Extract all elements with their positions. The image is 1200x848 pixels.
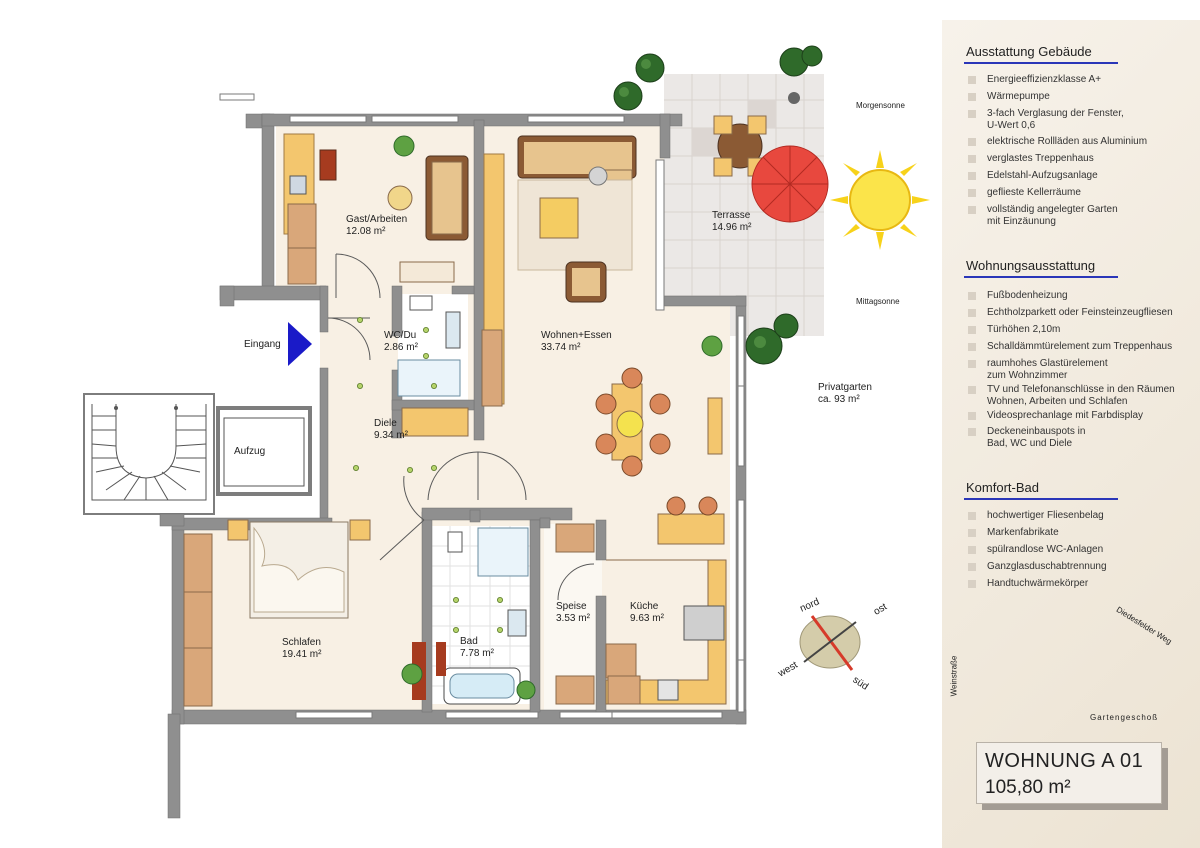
feature-item: spülrandlose WC-Anlagen [968, 544, 1193, 556]
furniture-wohnen [481, 135, 723, 477]
feature-item: Fußbodenheizung [968, 290, 1193, 302]
sun-icon [830, 150, 930, 250]
feature-item: Ganzglasduschabtrennung [968, 561, 1193, 573]
entrance-arrow-icon [288, 322, 312, 366]
furniture-bad [397, 295, 529, 705]
section-rule [964, 276, 1118, 278]
furniture-kueche [555, 496, 727, 705]
info-panel: Ausstattung Gebäude Energieeffizienzklas… [942, 20, 1200, 848]
feature-item: geflieste Kellerräume [968, 187, 1193, 199]
feature-item: Handtuchwärmekörper [968, 578, 1193, 590]
elevator-shaft [216, 406, 312, 496]
feature-item: Energieeffizienzklasse A+ [968, 74, 1193, 86]
section-title-bath: Komfort-Bad [966, 480, 1039, 495]
windows [219, 93, 745, 719]
apartment-box: WOHNUNG A 01 105,80 m² [976, 742, 1162, 804]
trees [393, 45, 823, 700]
entrance-label: Eingang [244, 339, 281, 350]
siteplan-floor-label: Gartengeschoß [1090, 713, 1159, 722]
floor-plan-drawing [83, 45, 930, 819]
elevator-label: Aufzug [234, 446, 266, 457]
section-title-apartment: Wohnungsausstattung [966, 258, 1096, 273]
apartment-name: WOHNUNG A 01 [985, 750, 1144, 772]
doors [327, 253, 595, 601]
feature-item: Echtholzparkett oder Feinsteinzeugfliese… [968, 307, 1193, 319]
feature-item: Markenfabrikate [968, 527, 1193, 539]
midday-sun-label: Mittagsonne [856, 297, 900, 306]
section-title-building: Ausstattung Gebäude [966, 44, 1092, 59]
feature-item: Wärmepumpe [968, 91, 1193, 103]
feature-item: Schalldämmtürelement zum Treppenhaus [968, 341, 1193, 353]
feature-item: elektrische Rollläden aus Aluminium [968, 136, 1193, 148]
feature-item: Türhöhen 2,10m [968, 324, 1193, 336]
staircase [83, 393, 215, 515]
feature-item: Videosprechanlage mit Farbdisplay [968, 410, 1193, 422]
furniture-gast [283, 133, 469, 285]
morning-sun-label: Morgensonne [856, 101, 905, 110]
section-rule [964, 498, 1118, 500]
feature-item: verglastes Treppenhaus [968, 153, 1193, 165]
siteplan-street-left: Weinstraße [949, 655, 959, 697]
feature-item: hochwertiger Fliesenbelag [968, 510, 1193, 522]
furniture-schlafen [183, 519, 426, 707]
apartment-size: 105,80 m² [985, 777, 1071, 798]
compass-icon [799, 615, 861, 671]
feature-item: 3-fach Verglasung der Fenster,U-Wert 0,6 [968, 108, 1193, 132]
terrace-furniture [713, 92, 829, 223]
section-rule [964, 62, 1118, 64]
ceiling-spots [352, 316, 503, 634]
feature-item: Edelstahl-Aufzugsanlage [968, 170, 1193, 182]
